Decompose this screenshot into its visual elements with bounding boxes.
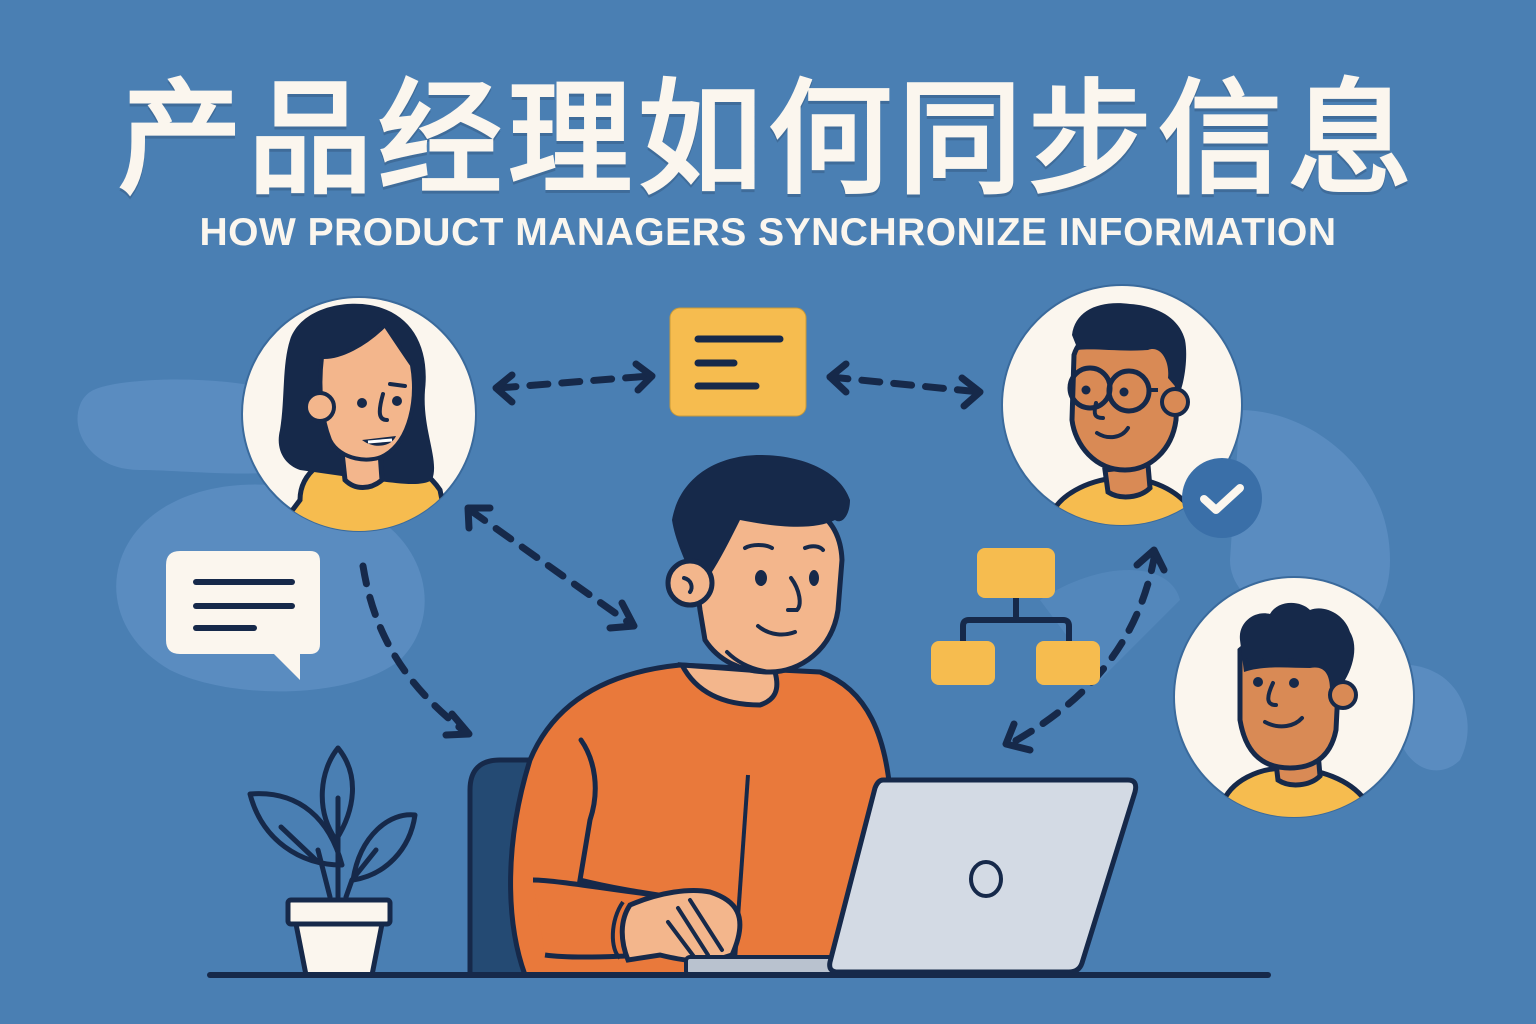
document-card-icon <box>669 307 807 417</box>
page-title: 产品经理如何同步信息 <box>117 68 1418 212</box>
man-curly-hair-avatar <box>1173 576 1415 818</box>
page-subtitle: HOW PRODUCT MANAGERS SYNCHRONIZE INFORMA… <box>199 211 1337 254</box>
product-manager-figure <box>508 455 893 978</box>
woman-avatar <box>241 296 477 532</box>
dashed-arrows <box>359 360 1168 754</box>
checkmark-icon <box>1182 458 1262 538</box>
chat-bubble-icon <box>166 551 320 680</box>
org-chart-icon <box>931 548 1100 685</box>
laptop-icon <box>684 777 1139 977</box>
man-glasses-avatar <box>1001 284 1262 538</box>
plant-icon <box>247 745 418 978</box>
